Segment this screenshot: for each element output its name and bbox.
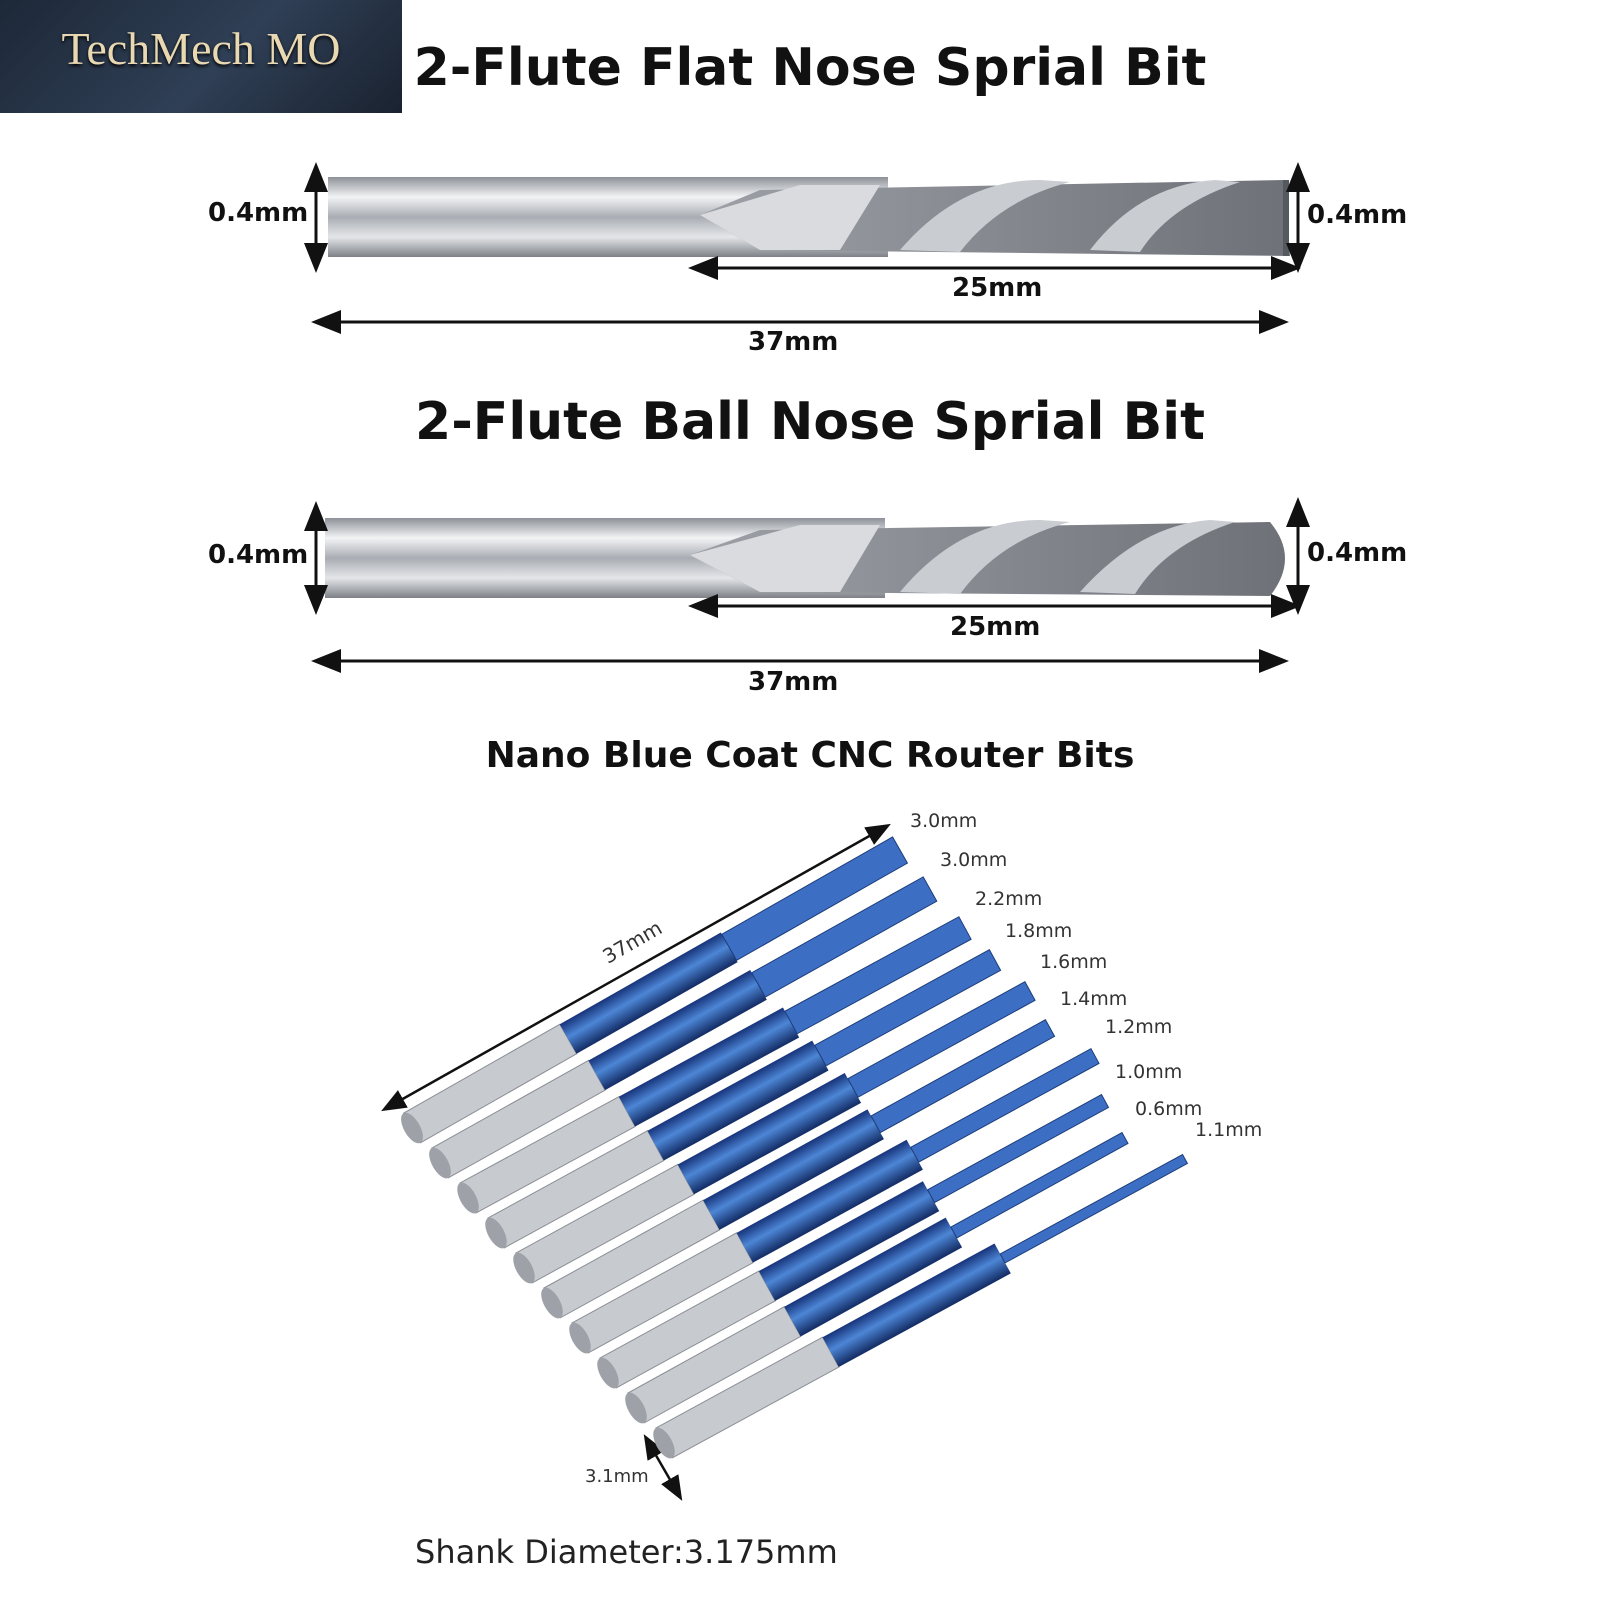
- bit-diameter-label: 1.2mm: [1105, 1016, 1173, 1038]
- shank-diameter-text: Shank Diameter:3.175mm: [415, 1533, 838, 1571]
- router-bit: [513, 981, 1036, 1284]
- flat-left-diameter: 0.4mm: [208, 198, 309, 228]
- bit-diameter-label: 3.0mm: [910, 810, 978, 832]
- ball-total-length: 37mm: [748, 667, 839, 697]
- shank-dim-label: 3.1mm: [585, 1466, 649, 1487]
- router-bit: [541, 1019, 1056, 1319]
- bit-diameter-label: 3.0mm: [940, 849, 1008, 871]
- length-dimension-line: [381, 823, 891, 1112]
- flat-nose-dimensions: [304, 162, 1310, 334]
- router-bit: [401, 836, 909, 1144]
- ball-flute-length: 25mm: [950, 612, 1041, 642]
- ball-nose-title: 2-Flute Ball Nose Sprial Bit: [415, 392, 1205, 452]
- brand-logo: TechMech MO: [0, 0, 402, 113]
- router-bit: [429, 876, 938, 1179]
- ball-left-diameter: 0.4mm: [208, 540, 309, 570]
- bit-diameter-label: 1.8mm: [1005, 920, 1073, 942]
- router-bit: [625, 1131, 1129, 1424]
- bit-diameter-label: 1.4mm: [1060, 988, 1128, 1010]
- bit-diameter-label: 2.2mm: [975, 888, 1043, 910]
- flat-right-diameter: 0.4mm: [1307, 200, 1408, 230]
- ball-nose-bit: [325, 518, 1285, 598]
- router-bits-image: [381, 823, 1189, 1501]
- flat-nose-bit: [328, 177, 1290, 257]
- bit-diameter-label: 1.1mm: [1195, 1119, 1263, 1141]
- router-bits-title: Nano Blue Coat CNC Router Bits: [485, 735, 1135, 776]
- bit-diameter-label: 0.6mm: [1135, 1098, 1203, 1120]
- router-bit: [569, 1047, 1100, 1354]
- ball-nose-dimensions: [304, 497, 1310, 673]
- router-bit: [653, 1153, 1189, 1459]
- shank-dimension-line: [643, 1434, 683, 1501]
- bit-diameter-label: 1.0mm: [1115, 1061, 1183, 1083]
- bit-diameter-label: 1.6mm: [1040, 951, 1108, 973]
- flat-nose-title: 2-Flute Flat Nose Sprial Bit: [413, 38, 1207, 98]
- flat-flute-length: 25mm: [952, 273, 1043, 303]
- router-bit: [485, 949, 1002, 1249]
- ball-right-diameter: 0.4mm: [1307, 538, 1408, 568]
- router-bit: [457, 916, 972, 1214]
- brand-logo-text: TechMech MO: [61, 23, 341, 74]
- router-bit: [597, 1093, 1110, 1389]
- flat-total-length: 37mm: [748, 327, 839, 357]
